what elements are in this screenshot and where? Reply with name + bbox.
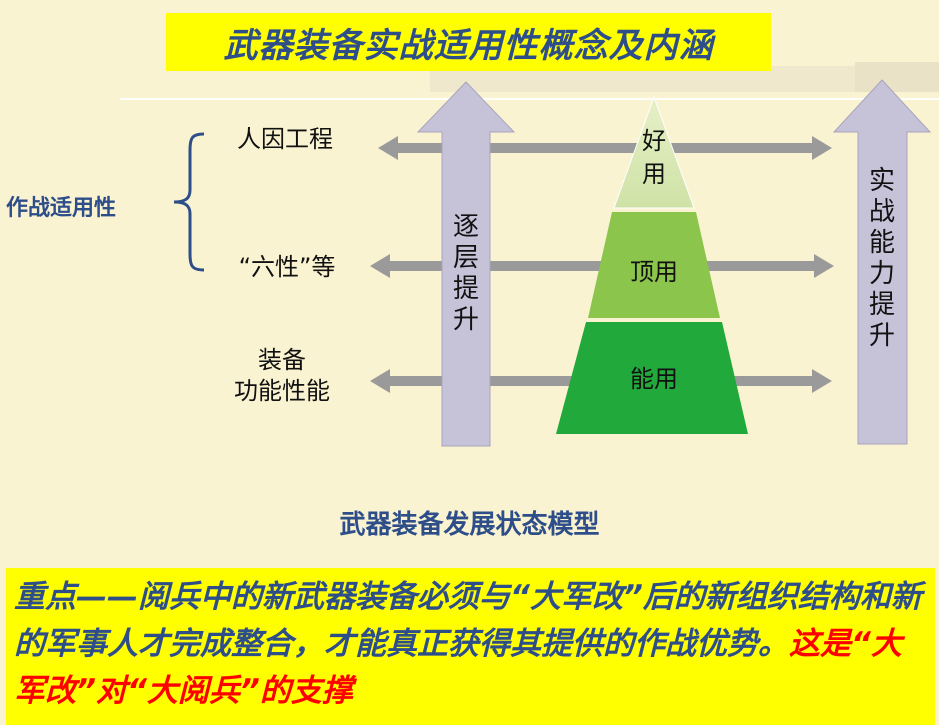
pyramid-middle-label: 顶用 [630, 258, 678, 286]
row-label-bottom-2: 功能性能 [234, 377, 330, 405]
model-diagram [370, 79, 932, 447]
pyramid-top [613, 95, 695, 209]
double-arrow-icon [378, 136, 832, 160]
title-banner: 武器装备实战适用性概念及内涵 [166, 13, 771, 71]
pyramid-bottom [556, 322, 748, 434]
side-label: 作战适用性 [6, 196, 117, 221]
up-arrow-icon [416, 81, 516, 447]
left-arrow-text: 逐层提升 [452, 212, 479, 335]
emphasis-text: 重点——阅兵中的新武器装备必须与“大军改”后的新组织结构和新的军事人才完成整合，… [14, 579, 922, 662]
background-band [855, 62, 939, 92]
pyramid-bottom-label: 能用 [630, 365, 678, 393]
divider [120, 98, 939, 100]
page-title: 武器装备实战适用性概念及内涵 [223, 25, 714, 66]
up-arrow-icon [832, 79, 932, 445]
emphasis-box: 重点——阅兵中的新武器装备必须与“大军改”后的新组织结构和新的军事人才完成整合，… [6, 568, 935, 725]
right-arrow-label: 实战能力提升 [862, 166, 902, 352]
pyramid-middle [588, 212, 720, 318]
row-label-top: 人因工程 [237, 125, 333, 153]
row-label-bottom-1: 装备 [258, 346, 306, 374]
diagram-caption: 武器装备发展状态模型 [339, 510, 600, 540]
left-arrow-label: 逐层提升 [446, 212, 486, 336]
brace-icon [173, 132, 205, 272]
emphasis-red-text: 这是“大军改”对“大阅兵”的支撑 [14, 626, 902, 709]
pyramid-top-label-2: 用 [642, 160, 666, 188]
right-arrow-text: 实战能力提升 [868, 166, 895, 351]
row-label-middle: “六性”等 [238, 253, 336, 281]
pyramid-top-label-1: 好 [642, 127, 666, 155]
